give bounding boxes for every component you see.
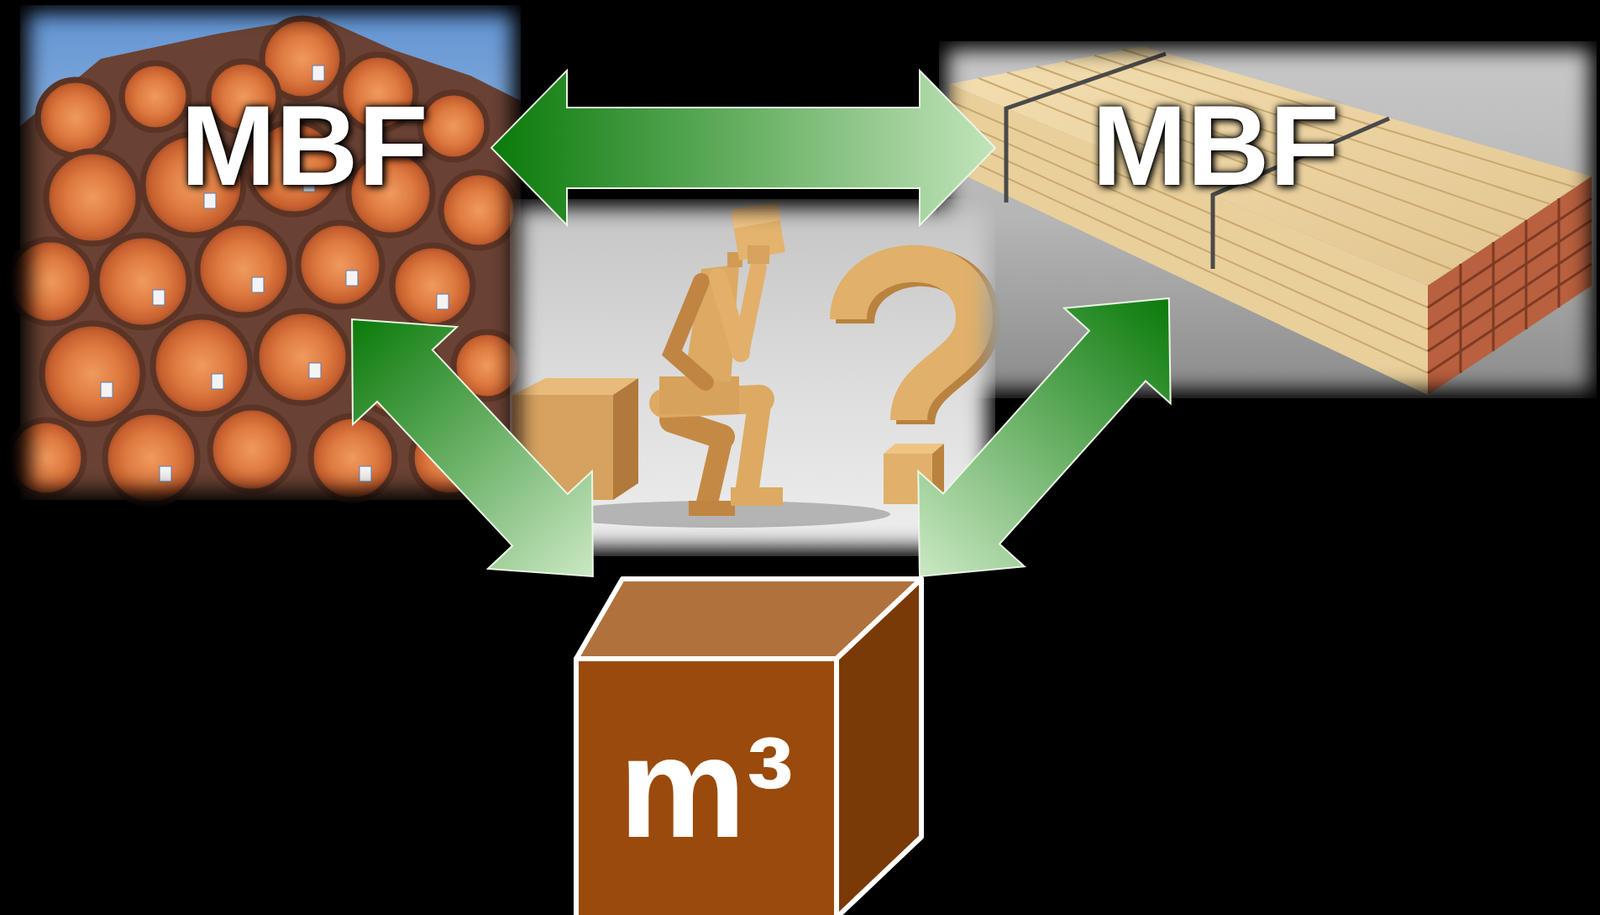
lumber-stack-photo-part-part: [1007, 72, 1477, 253]
log-pile-photo-part-part: [8, 419, 84, 496]
thinking-figure-picture-part: [688, 500, 735, 516]
log-pile-photo-part-part: [96, 235, 189, 328]
thinking-figure-picture-part: [730, 201, 782, 229]
log-pile-photo-part-part: [209, 407, 294, 492]
log-pile-photo-part-part: [152, 316, 251, 415]
double-block-arrow: [918, 298, 1171, 577]
picture-label-node: MBF: [995, 79, 1350, 299]
thinking-figure-picture-part-part: [671, 281, 706, 383]
lumber-stack-photo-part: [1006, 53, 1390, 269]
lumber-stack-photo-part-part: [1525, 220, 1528, 330]
cube-node: m³: [576, 576, 924, 915]
log-pile-photo-part-part: [346, 270, 358, 286]
lumber-stack-photo-part: [939, 41, 1597, 399]
log-pile-photo-part-part: [436, 293, 449, 310]
log-pile-photo-part-part: [100, 382, 113, 398]
double-block-arrow: [491, 70, 996, 226]
thinking-figure-picture-part: [848, 263, 975, 420]
lumber-stack-photo-part-part: [1427, 241, 1592, 352]
lumber-stack-photo-part: [1427, 176, 1592, 395]
lumber-stack-photo-part-part: [1064, 61, 1527, 221]
log-pile-photo-part-part: [312, 65, 325, 81]
lumber-stack-photo-part: [949, 83, 1428, 395]
thinking-figure-picture-part-part: [740, 267, 759, 353]
log-pile-photo-part-part: [159, 466, 172, 482]
cube-face-shape: [836, 578, 922, 915]
log-pile-photo-part-part: [251, 277, 264, 293]
thinking-figure-picture-part-part: [707, 436, 723, 503]
log-pile-photo-part-part: [392, 245, 473, 326]
thinking-figure-picture-part: [730, 487, 783, 506]
lumber-stack-photo-part: [949, 49, 1576, 373]
unit-symbol: m³: [619, 715, 794, 859]
log-pile-photo-part-part: [309, 362, 321, 378]
log-pile-photo-part-part: [8, 239, 93, 324]
thinking-figure-picture-part: [747, 245, 770, 264]
cube-front-face: m³: [576, 658, 837, 915]
lumber-stack-photo-part: [1427, 198, 1592, 373]
log-pile-photo-part-part: [104, 411, 198, 504]
log-pile-photo-part-part: [310, 415, 395, 500]
log-pile-photo-part-part: [152, 289, 165, 305]
thinking-figure-picture-part: [663, 398, 761, 503]
thinking-figure-picture-part: [554, 500, 891, 528]
lumber-stack-photo-part-part: [1036, 66, 1502, 237]
log-pile-photo-part-part: [298, 222, 383, 307]
lumber-stack-photo: [939, 41, 1597, 399]
unit-label: MBF: [180, 88, 429, 203]
log-pile-photo-part-part: [359, 466, 372, 482]
lumber-stack-photo-part-part: [1427, 198, 1592, 308]
log-pile-photo-part-part: [46, 151, 139, 244]
log-pile-photo-part-part: [37, 79, 114, 156]
log-pile-photo-part-part: [121, 62, 189, 131]
cube-face-shape: [576, 658, 837, 915]
picture-label-node: MBF: [167, 79, 492, 320]
lumber-stack-photo-part-part: [1427, 220, 1592, 330]
unit-label: MBF: [1091, 88, 1340, 203]
double-block-arrow: [351, 319, 593, 577]
log-pile-photo-part-part: [197, 222, 290, 315]
lumber-stack-photo-part-part: [1558, 198, 1561, 308]
lumber-stack-photo-part-part: [1427, 263, 1592, 373]
log-pile-photo-part-part: [211, 373, 224, 389]
log-pile-photo-part-part: [440, 172, 517, 248]
log-pile-photo-part-part: [41, 323, 143, 425]
lumber-stack-photo-part-part: [1459, 263, 1463, 373]
thinking-figure-picture-part: [613, 377, 639, 500]
thinking-figure-picture-part: [671, 267, 759, 383]
log-pile-photo-part-part: [419, 92, 488, 160]
thinking-figure-picture-part-part: [747, 398, 761, 488]
log-pile-photo-part-part: [256, 310, 349, 404]
lumber-stack-photo-part-part: [1492, 241, 1496, 352]
lumber-stack-photo-part-part: [978, 78, 1453, 270]
